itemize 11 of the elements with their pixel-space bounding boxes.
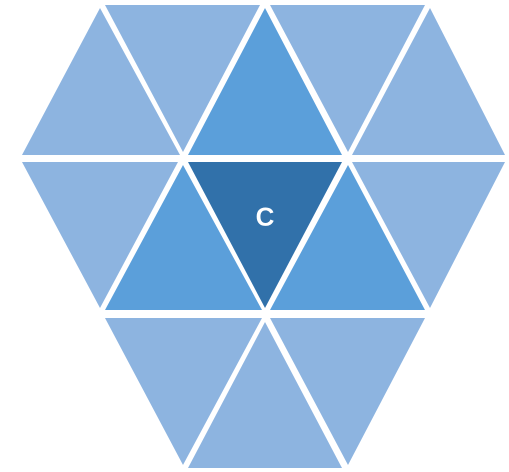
triangle (352, 8, 505, 155)
triangle (270, 5, 425, 152)
labeled-triangle: C (188, 162, 342, 308)
triangle (22, 162, 178, 308)
triangle (270, 318, 425, 465)
triangle (105, 318, 262, 465)
triangle (22, 8, 180, 155)
triangle (352, 162, 505, 308)
triangle (188, 8, 342, 155)
triangle (188, 322, 342, 468)
triangle (105, 5, 260, 152)
